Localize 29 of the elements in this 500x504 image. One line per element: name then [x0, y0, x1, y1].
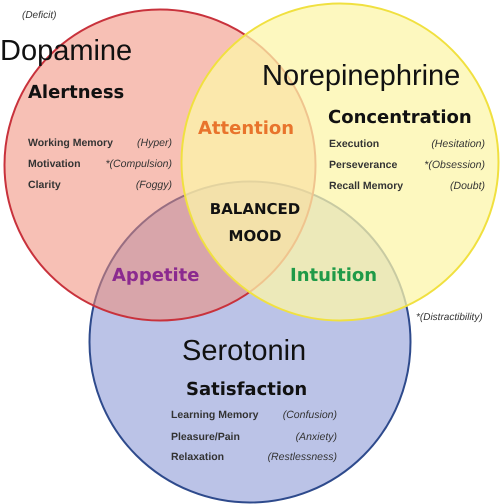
overlap-label: Intuition	[290, 265, 378, 286]
neurotransmitter-title: Norepinephrine	[262, 60, 460, 93]
function-term: Learning Memory	[171, 409, 259, 421]
function-term: Clarity	[28, 179, 61, 191]
deficit-symptom: (Restlessness)	[268, 451, 337, 463]
function-heading: Satisfaction	[186, 379, 308, 400]
deficit-symptom: (Anxiety)	[296, 431, 337, 443]
center-label: BALANCED MOOD	[208, 199, 302, 247]
deficit-symptom: (Foggy)	[136, 179, 172, 191]
deficit-symptom: (Doubt)	[450, 180, 485, 192]
function-term: Motivation	[28, 158, 80, 170]
deficit-symptom: (Hesitation)	[431, 138, 485, 150]
deficit-symptom: (Confusion)	[282, 409, 337, 421]
function-heading: Concentration	[328, 107, 472, 128]
function-term: Working Memory	[28, 137, 113, 149]
distractibility-note: *(Distractibility)	[416, 312, 483, 323]
function-term: Recall Memory	[329, 180, 404, 192]
deficit-note: (Deficit)	[22, 10, 56, 21]
function-term: Pleasure/Pain	[171, 431, 240, 443]
deficit-symptom: *(Obsession)	[424, 159, 485, 171]
deficit-symptom: (Hyper)	[136, 137, 172, 149]
neurotransmitter-title: Serotonin	[182, 335, 306, 368]
deficit-symptom: *(Compulsion)	[105, 158, 172, 170]
overlap-label: Appetite	[112, 265, 200, 286]
overlap-label: Attention	[198, 118, 294, 139]
function-heading: Alertness	[28, 82, 124, 103]
function-term: Relaxation	[171, 451, 224, 463]
function-term: Perseverance	[329, 159, 398, 171]
function-term: Execution	[329, 138, 380, 150]
